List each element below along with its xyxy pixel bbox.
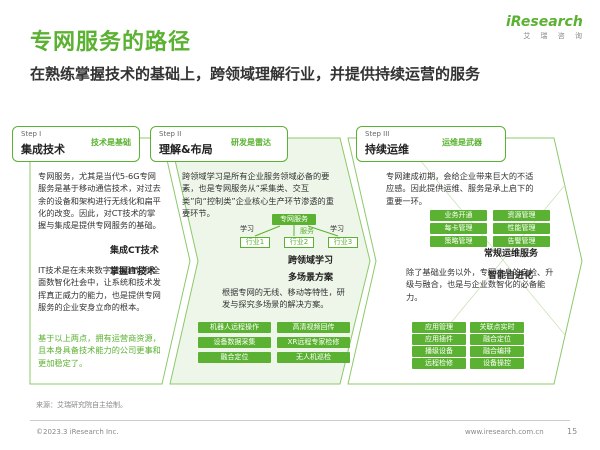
col1-para3: 基于以上两点，拥有运营商资源，且本身具备技术能力的公司更事和更加稳定了。 — [38, 333, 161, 368]
app-2: 关联点实时 — [470, 322, 524, 333]
scenario-4: XR远程专家检修 — [277, 337, 350, 348]
step-1-label: Step I — [21, 130, 42, 138]
col3-para2-text: 除了基础业务以外，专网本身的自检、升级与融合，也是与企业数智化的必备能力。 — [406, 267, 554, 302]
iresearch-logo: iResearch 艾 瑞 咨 询 — [506, 14, 586, 48]
step-3-label: Step III — [365, 130, 390, 138]
footer-divider — [30, 420, 570, 421]
col3-para1: 专网建成初期，会给企业带来巨大的不适应感。因此提供运维、服务是承上启下的重要一环… — [386, 171, 534, 206]
col3-para2: 除了基础业务以外，专网本身的自检、升级与融合，也是与企业数智化的必备能力。 — [406, 266, 556, 303]
step-2-label: Step II — [159, 130, 182, 138]
diagram-learn-right: 学习 — [330, 225, 344, 233]
app-5: 播级设备 — [412, 346, 466, 357]
mgmt-2: 资源管理 — [493, 210, 550, 221]
step-3-tag: 运维是武器 — [442, 138, 482, 147]
step-1-tag: 技术是基础 — [91, 138, 131, 147]
step-3-box: Step III 持续运维 运维是武器 — [356, 126, 506, 162]
app-7: 远程检修 — [412, 358, 466, 369]
col2-para2: 根据专网的无线、移动等特性，研发与探究多场景的解决方案。 — [222, 287, 345, 310]
step-1-name: 集成技术 — [21, 143, 65, 156]
industry-3: 行业3 — [328, 237, 358, 248]
scenario-1: 机器人远程操作 — [198, 322, 271, 333]
industry-1: 行业1 — [240, 237, 270, 248]
page-number: 15 — [567, 427, 578, 436]
mgmt-1: 业务开通 — [430, 210, 487, 221]
col2-heading2: 多场景方案 — [288, 273, 334, 283]
step-1-box: Step I 集成技术 技术是基础 — [12, 126, 140, 162]
scenario-3: 设备数据采集 — [198, 337, 271, 348]
mgmt-3: 每卡管理 — [430, 223, 487, 234]
app-8: 设备操控 — [470, 358, 524, 369]
diagram-learn-left: 学习 — [240, 225, 254, 233]
step-3-name: 持续运维 — [365, 143, 409, 156]
mgmt-6: 告警管理 — [493, 236, 550, 247]
website-url: www.iresearch.com.cn — [465, 428, 544, 436]
col1-heading1: 集成CT技术 — [110, 246, 159, 256]
scenario-2: 高清视频回传 — [277, 322, 350, 333]
mgmt-5: 策略管理 — [430, 236, 487, 247]
scenario-6: 无人机巡检 — [277, 352, 350, 363]
col2-heading1: 跨领域学习 — [288, 256, 334, 266]
step-2-box: Step II 理解&布局 研发是雷达 — [150, 126, 288, 162]
scenario-grid: 机器人远程操作 高清视频回传 设备数据采集 XR远程专家检修 融合定位 无人机巡… — [198, 322, 350, 363]
scenario-5: 融合定位 — [198, 352, 271, 363]
mgmt-grid: 业务开通 资源管理 每卡管理 性能管理 策略管理 告警管理 — [430, 210, 550, 247]
source-note: 来源：艾瑞研究院自主绘制。 — [36, 401, 127, 409]
col2-para1: 跨领域学习是所有企业服务领域必备的要素，也是专网服务从“采集类、交互类”向“控制… — [182, 171, 334, 218]
apps-grid: 应用管理 关联点实时 应用插件 融合定位 播级设备 融合编排 远程检修 设备操控 — [412, 322, 524, 369]
app-1: 应用管理 — [412, 322, 466, 333]
mgmt-4: 性能管理 — [493, 223, 550, 234]
step-2-name: 理解&布局 — [159, 143, 213, 156]
page-title: 专网服务的路径 — [30, 30, 192, 55]
logo-text: iResearch — [506, 14, 583, 30]
industry-2: 行业2 — [284, 237, 314, 248]
app-4: 融合定位 — [470, 334, 524, 345]
col3-heading2: 智能自进化 — [488, 271, 534, 281]
step-2-tag: 研发是雷达 — [231, 138, 271, 147]
app-3: 应用插件 — [412, 334, 466, 345]
diagram-top: 专网服务 — [272, 214, 316, 225]
page-subtitle: 在熟练掌握技术的基础上，跨领域理解行业，并提供持续运营的服务 — [30, 65, 481, 83]
col1-para2-text: IT技术是在未来数字中国建设和全面数智化社会中，让系统和技术发挥真正威力的能力，… — [38, 265, 161, 312]
app-6: 融合编排 — [470, 346, 524, 357]
copyright: ©2023.3 iResearch Inc. — [36, 428, 119, 436]
col1-para1: 专网服务，尤其是当代5-6G专网服务是基于移动通信技术，对过去余的设备和架构进行… — [38, 171, 161, 231]
col1-para2: IT技术是在未来数字中国建设和全面数智化社会中，让系统和技术发挥真正威力的能力，… — [38, 264, 161, 313]
col3-heading1: 常规运维服务 — [484, 249, 539, 259]
logo-subtext: 艾 瑞 咨 询 — [523, 32, 586, 40]
col1-heading2: 掌握IT技术 — [110, 267, 156, 277]
diagram-arrows — [254, 224, 339, 237]
diagram-service: 服务 — [300, 227, 314, 235]
